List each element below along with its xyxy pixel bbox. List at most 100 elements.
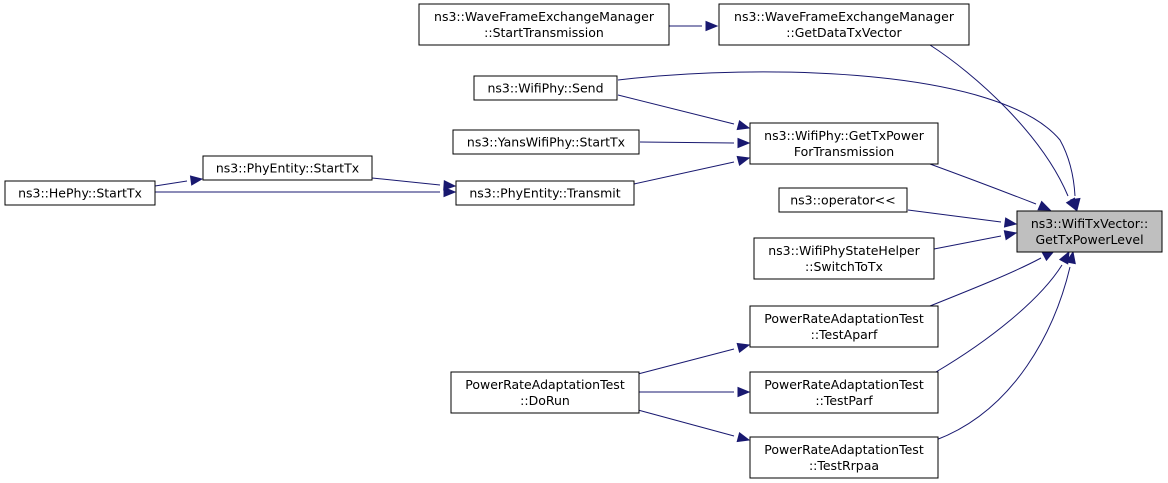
node-get-data-tx-vector[interactable]: ns3::WaveFrameExchangeManager::GetDataTx… <box>718 3 970 46</box>
arrowhead-icon <box>705 20 719 32</box>
node-label: PowerRateAdaptationTest <box>465 377 625 392</box>
edge-line <box>154 180 188 187</box>
arrowhead-icon <box>1065 250 1076 265</box>
node-phyentity-transmit[interactable]: ns3::PhyEntity::Transmit <box>455 180 635 206</box>
edge-hephy_start_tx-to-phyentity_transmit <box>155 186 457 198</box>
node-do-run[interactable]: PowerRateAdaptationTest::DoRun <box>450 371 640 414</box>
edge-line <box>633 161 735 185</box>
node-box <box>473 75 618 101</box>
node-label: ns3::WifiTxVector:: <box>1031 216 1148 231</box>
node-label: PowerRateAdaptationTest <box>764 442 924 457</box>
node-box <box>749 371 939 414</box>
node-box <box>778 187 908 213</box>
node-label: ns3::WifiPhyStateHelper <box>768 243 920 258</box>
node-label: ns3::PhyEntity::StartTx <box>216 161 359 176</box>
arrowhead-icon <box>443 180 457 191</box>
edge-operator_shift-to-target <box>907 209 1018 228</box>
node-test-rrpaa[interactable]: PowerRateAdaptationTest::TestRrpaa <box>749 436 939 479</box>
node-switch-to-tx[interactable]: ns3::WifiPhyStateHelper::SwitchToTx <box>753 237 935 280</box>
arrowhead-icon <box>189 175 204 186</box>
edge-switch_to_tx-to-target <box>933 230 1018 250</box>
node-label: ns3::WifiPhy::GetTxPower <box>764 128 925 143</box>
node-label: ::StartTransmission <box>484 25 604 40</box>
node-yans-start-tx[interactable]: ns3::YansWifiPhy::StartTx <box>452 129 640 155</box>
node-label: ::TestAparf <box>811 327 878 342</box>
node-box <box>452 129 640 155</box>
arrowhead-icon <box>736 431 751 443</box>
node-wifiphy-send[interactable]: ns3::WifiPhy::Send <box>473 75 618 101</box>
arrowhead-icon <box>1003 230 1018 241</box>
edge-do_run-to-test_aparf <box>637 342 751 375</box>
node-label: ForTransmission <box>794 144 894 159</box>
node-label: GetTxPowerLevel <box>1035 232 1143 247</box>
node-test-parf[interactable]: PowerRateAdaptationTest::TestParf <box>749 371 939 414</box>
edge-line <box>371 177 441 186</box>
arrowhead-icon <box>1003 217 1018 228</box>
arrowhead-icon <box>736 342 751 354</box>
edge-get_data_tx_vector-to-target <box>929 44 1077 212</box>
edge-wifiphy_send-to-get_tx_power <box>617 94 751 131</box>
edge-test_parf-to-target <box>935 250 1070 373</box>
node-box <box>450 371 640 414</box>
edge-hephy_start_tx-to-phyentity_start_tx <box>154 175 204 187</box>
arrowhead-icon <box>737 137 751 149</box>
edge-line <box>617 94 735 125</box>
arrowhead-icon <box>1070 197 1081 212</box>
edge-wifiphy_send-to-target <box>617 71 1081 212</box>
node-start-transmission[interactable]: ns3::WaveFrameExchangeManager::StartTran… <box>418 3 670 46</box>
node-box <box>455 180 635 206</box>
node-label: ::DoRun <box>520 393 570 408</box>
node-phyentity-start-tx[interactable]: ns3::PhyEntity::StartTx <box>202 155 373 181</box>
arrowhead-icon <box>443 186 457 198</box>
node-operator-shift[interactable]: ns3::operator<< <box>778 187 908 213</box>
edge-line <box>637 348 735 375</box>
node-label: ns3::WaveFrameExchangeManager <box>434 9 655 24</box>
edge-do_run-to-test_rrpaa <box>637 409 751 443</box>
edge-line <box>639 141 735 144</box>
edge-line <box>907 209 1002 223</box>
arrowhead-icon <box>737 386 751 398</box>
node-box <box>4 180 156 206</box>
node-box <box>749 436 939 479</box>
edge-phyentity_start_tx-to-phyentity_transmit <box>371 177 457 191</box>
node-hephy-start-tx[interactable]: ns3::HePhy::StartTx <box>4 180 156 206</box>
node-target[interactable]: ns3::WifiTxVector::GetTxPowerLevel <box>1016 210 1163 253</box>
node-label: ::TestParf <box>815 393 873 408</box>
node-box <box>749 122 939 165</box>
node-label: ns3::WaveFrameExchangeManager <box>734 9 955 24</box>
edge-line <box>933 235 1002 250</box>
edge-start_transmission-to-get_data_tx_vector <box>669 20 719 32</box>
node-box <box>418 3 670 46</box>
node-label: ns3::PhyEntity::Transmit <box>469 186 620 201</box>
edge-line <box>929 163 1037 205</box>
node-box <box>1016 210 1163 253</box>
node-label: ns3::WifiPhy::Send <box>487 81 603 96</box>
edge-phyentity_transmit-to-get_tx_power <box>633 155 751 185</box>
node-box <box>749 305 939 348</box>
node-label: ns3::HePhy::StartTx <box>18 186 142 201</box>
arrowhead-icon <box>736 119 751 131</box>
node-box <box>753 237 935 280</box>
edge-line <box>935 264 1063 373</box>
node-label: ns3::operator<< <box>790 193 896 208</box>
edge-yans_start_tx-to-get_tx_power <box>639 137 751 149</box>
node-label: ns3::YansWifiPhy::StartTx <box>467 135 625 150</box>
edge-line <box>617 71 1076 197</box>
edge-line <box>929 257 1042 307</box>
edge-line <box>637 409 735 437</box>
node-box <box>202 155 373 181</box>
node-label: ::TestRrpaa <box>809 458 879 473</box>
arrowhead-icon <box>1037 200 1052 211</box>
node-label: PowerRateAdaptationTest <box>764 311 924 326</box>
edge-line <box>929 44 1069 197</box>
function-nodes: ns3::WifiTxVector::GetTxPowerLevelns3::W… <box>4 3 1163 479</box>
call-edges <box>154 20 1081 443</box>
edge-line <box>935 266 1071 441</box>
node-label: ::SwitchToTx <box>805 259 883 274</box>
node-label: PowerRateAdaptationTest <box>764 377 924 392</box>
node-label: ::GetDataTxVector <box>786 25 902 40</box>
arrowhead-icon <box>736 155 751 167</box>
node-test-aparf[interactable]: PowerRateAdaptationTest::TestAparf <box>749 305 939 348</box>
